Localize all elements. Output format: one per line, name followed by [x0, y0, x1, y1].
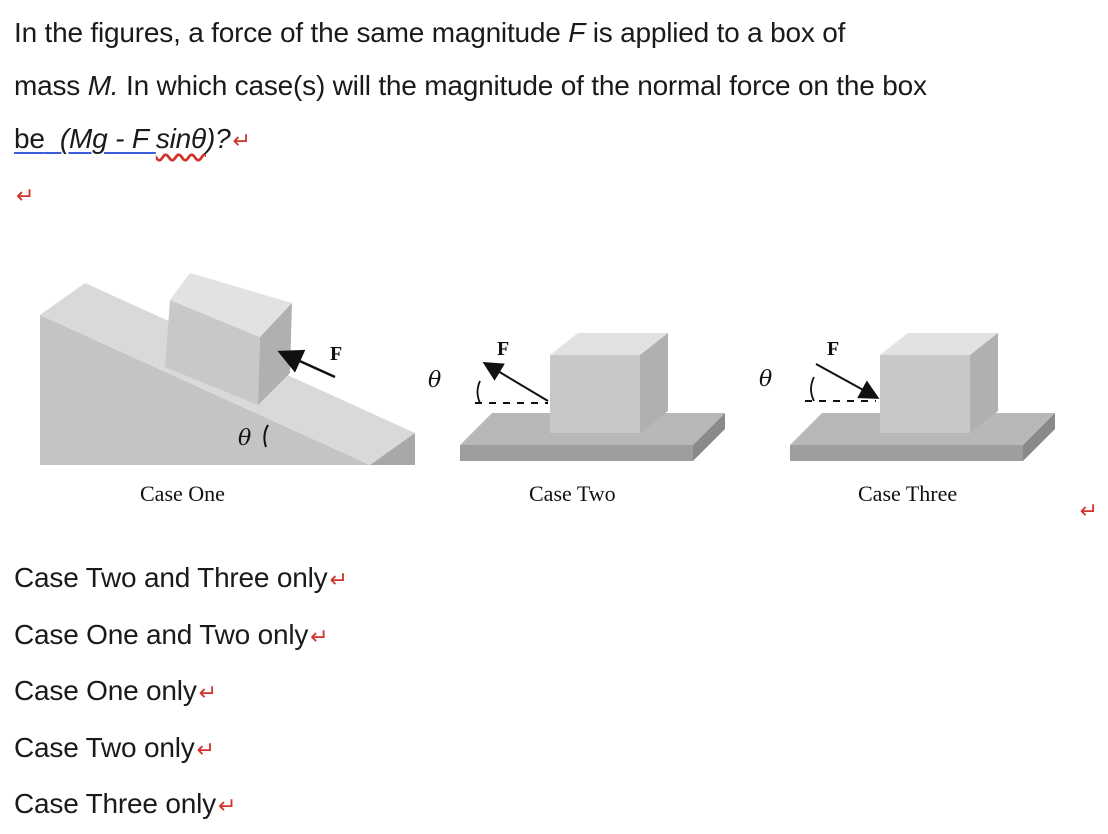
- case-one-caption: Case One: [140, 481, 225, 506]
- return-mark-icon: ↵: [198, 680, 217, 705]
- angle-arc-icon: [810, 376, 815, 402]
- force-label: F: [497, 338, 509, 360]
- return-mark-icon: ↵: [196, 736, 215, 762]
- var-f: F: [568, 17, 586, 48]
- case-two-caption: Case Two: [529, 481, 616, 506]
- force-diagram: F θ Case One F θ Case Two: [40, 273, 1055, 506]
- box-front: [550, 355, 640, 433]
- angle-arc-icon: [263, 424, 269, 448]
- force-label: F: [330, 343, 342, 365]
- force-label: F: [827, 338, 839, 360]
- case-three-caption: Case Three: [858, 481, 957, 506]
- expr-sin-theta: sinθ: [155, 123, 206, 154]
- question-line-3: be (Mg - F sinθ)?↵: [14, 123, 251, 154]
- floor-front: [460, 445, 693, 461]
- return-mark-icon: ↵: [310, 623, 329, 649]
- choice-item[interactable]: Case Two and Three only↵: [14, 562, 348, 593]
- angle-label: θ: [428, 368, 441, 393]
- angle-label: θ: [238, 426, 251, 451]
- case-three-diagram: F θ Case Three: [759, 333, 1055, 506]
- box-top: [550, 333, 668, 355]
- box-top: [880, 333, 998, 355]
- box-front: [165, 300, 260, 405]
- question-line-1: In the figures, a force of the same magn…: [14, 17, 846, 48]
- choice-item[interactable]: Case Three only↵: [14, 788, 237, 819]
- angle-arc-icon: [476, 380, 481, 404]
- box-side: [640, 333, 668, 433]
- box-top: [170, 273, 292, 337]
- angle-label: θ: [759, 367, 772, 392]
- choice-item[interactable]: Case One only↵: [14, 675, 217, 706]
- return-mark-icon: ↵: [232, 128, 251, 153]
- force-arrow: [482, 361, 549, 402]
- force-arrow: [815, 363, 880, 399]
- case-two-diagram: F θ Case Two: [428, 333, 725, 506]
- question-line-2: mass M. In which case(s) will the magnit…: [14, 70, 927, 101]
- force-diagram-figure: F θ Case One F θ Case Two: [30, 255, 1108, 535]
- return-mark-icon: ↵: [16, 183, 35, 208]
- question-text: In the figures, a force of the same magn…: [14, 6, 1094, 222]
- return-mark-icon: ↵: [329, 567, 348, 592]
- floor-front: [790, 445, 1023, 461]
- floor-side: [693, 413, 725, 461]
- choice-item[interactable]: Case Two only↵: [14, 731, 215, 763]
- force-arrow: [277, 349, 336, 379]
- empty-paragraph: ↵: [14, 167, 1094, 222]
- return-mark-icon: ↵: [217, 793, 237, 818]
- answer-choices: Case Two and Three only↵ Case One and Tw…: [14, 551, 348, 834]
- word-be: be (Mg - F: [14, 123, 156, 154]
- box-side: [258, 303, 292, 405]
- case-one-diagram: F θ Case One: [40, 273, 415, 506]
- box-front: [880, 355, 970, 433]
- incline-front: [370, 433, 415, 465]
- choice-item[interactable]: Case One and Two only↵: [14, 618, 329, 650]
- return-mark-icon: ↵: [1079, 498, 1098, 523]
- box-side: [970, 333, 998, 433]
- floor-side: [1023, 413, 1055, 461]
- var-m: M.: [87, 70, 119, 101]
